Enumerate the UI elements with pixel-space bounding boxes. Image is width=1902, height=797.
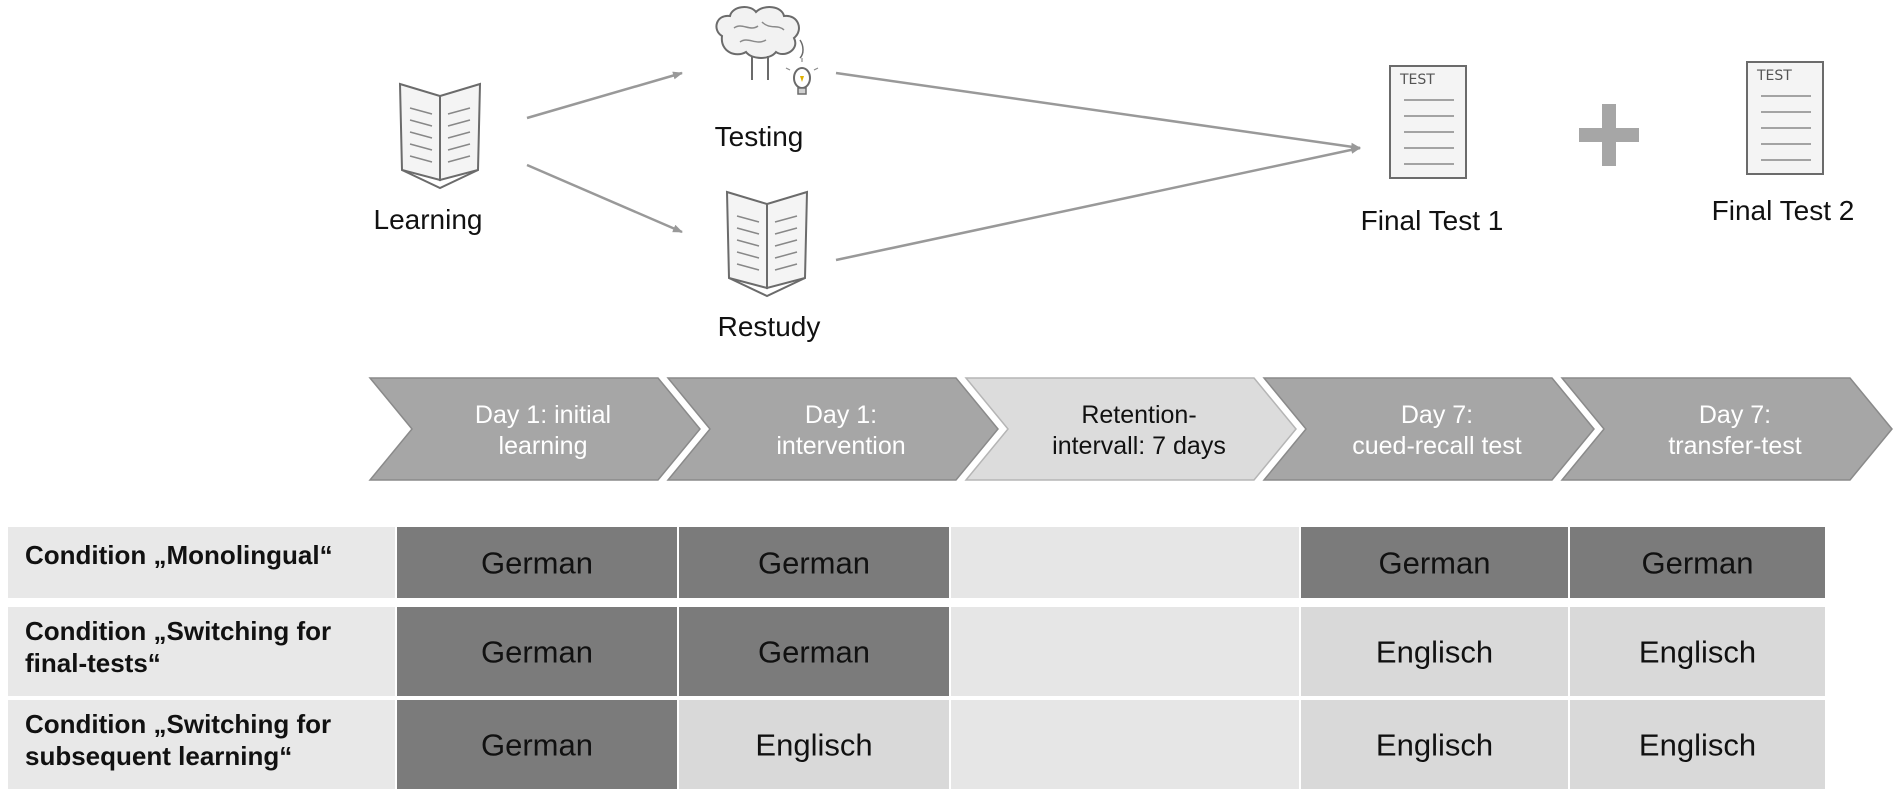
learning-label: Learning	[374, 204, 483, 235]
language-cell-text: Englisch	[1376, 635, 1493, 670]
language-cell	[951, 527, 1299, 598]
timeline-chevron	[1262, 377, 1595, 481]
plus-icon	[1579, 104, 1639, 166]
testing-label: Testing	[715, 121, 804, 152]
language-cell-text: Englisch	[1639, 728, 1756, 763]
timeline-stage-4: Day 7: cued-recall test	[1262, 377, 1595, 481]
final-test-2-label: Final Test 2	[1712, 195, 1855, 226]
language-cell	[951, 700, 1299, 789]
language-cell	[397, 527, 677, 598]
condition-label: subsequent learning“	[25, 741, 292, 771]
language-cell-text: German	[758, 546, 870, 581]
condition-label: Condition „Monolingual“	[25, 540, 333, 570]
language-cell	[397, 607, 677, 696]
language-cell	[397, 700, 677, 789]
timeline-chevron	[666, 377, 999, 481]
timeline-stage-subtitle: transfer-test	[1668, 432, 1801, 460]
timeline-stage-2: Day 1: intervention	[666, 377, 999, 481]
timeline-stage-5: Day 7: transfer-test	[1560, 377, 1893, 481]
restudy-label: Restudy	[718, 311, 821, 342]
language-cell	[1570, 700, 1825, 789]
language-cell	[951, 607, 1299, 696]
language-cell-text: Englisch	[1376, 728, 1493, 763]
language-cell	[1301, 527, 1568, 598]
condition-row: Condition „Monolingual“ German German Germa…	[8, 527, 1825, 598]
timeline-chevron	[368, 377, 701, 481]
language-cell-text: Englisch	[755, 728, 872, 763]
timeline-chevron	[1560, 377, 1893, 481]
condition-label-cell	[8, 700, 395, 789]
open-book-icon	[725, 190, 809, 298]
flow-arrows	[526, 71, 1361, 262]
language-cell-text: German	[481, 635, 593, 670]
language-cell	[1570, 527, 1825, 598]
timeline-stage-title: Retention-	[1081, 401, 1196, 429]
brain-lightbulb-icon	[715, 6, 819, 95]
language-cell	[1301, 700, 1568, 789]
timeline-stage-title: Day 7:	[1401, 401, 1473, 429]
language-cell-text: German	[481, 546, 593, 581]
condition-label: Condition „Switching for	[25, 616, 331, 646]
language-cell	[679, 607, 949, 696]
arrow-learning-to-restudy	[526, 163, 683, 234]
timeline-stage-title: Day 1: initial	[475, 401, 611, 429]
arrow-restudy-to-final	[835, 145, 1361, 262]
open-book-icon	[398, 82, 482, 190]
language-cell	[679, 700, 949, 789]
language-cell-text: German	[758, 635, 870, 670]
arrow-learning-to-testing	[526, 71, 683, 120]
svg-text:TEST: TEST	[1756, 68, 1792, 84]
svg-text:TEST: TEST	[1399, 72, 1435, 88]
timeline-stage-title: Day 1:	[805, 401, 877, 429]
timeline-stage-1: Day 1: initial learning	[368, 377, 701, 481]
timeline: Day 1: initial learning Day 1: intervention…	[368, 377, 1893, 481]
language-cell	[1301, 607, 1568, 696]
arrow-testing-to-final	[835, 71, 1361, 151]
language-cell	[1570, 607, 1825, 696]
language-cell-text: Englisch	[1639, 635, 1756, 670]
test-sheet-icon: TEST	[1389, 65, 1467, 179]
test-sheet-icon: TEST	[1746, 61, 1824, 175]
timeline-stage-subtitle: learning	[499, 432, 588, 460]
timeline-stage-subtitle: cued-recall test	[1352, 432, 1522, 460]
timeline-stage-3: Retention-intervall: 7 days	[964, 377, 1297, 481]
final-test-1-label: Final Test 1	[1361, 205, 1504, 236]
language-cell	[679, 527, 949, 598]
condition-label-cell	[8, 607, 395, 696]
condition-label-cell	[8, 527, 395, 598]
condition-label: final-tests“	[25, 648, 161, 678]
language-cell-text: German	[1642, 546, 1754, 581]
timeline-stage-subtitle: intervention	[776, 432, 905, 460]
language-cell-text: German	[1379, 546, 1491, 581]
timeline-chevron	[964, 377, 1297, 481]
timeline-stage-title: Day 7:	[1699, 401, 1771, 429]
language-cell-text: German	[481, 728, 593, 763]
condition-label: Condition „Switching for	[25, 709, 331, 739]
timeline-stage-subtitle: intervall: 7 days	[1052, 432, 1226, 460]
